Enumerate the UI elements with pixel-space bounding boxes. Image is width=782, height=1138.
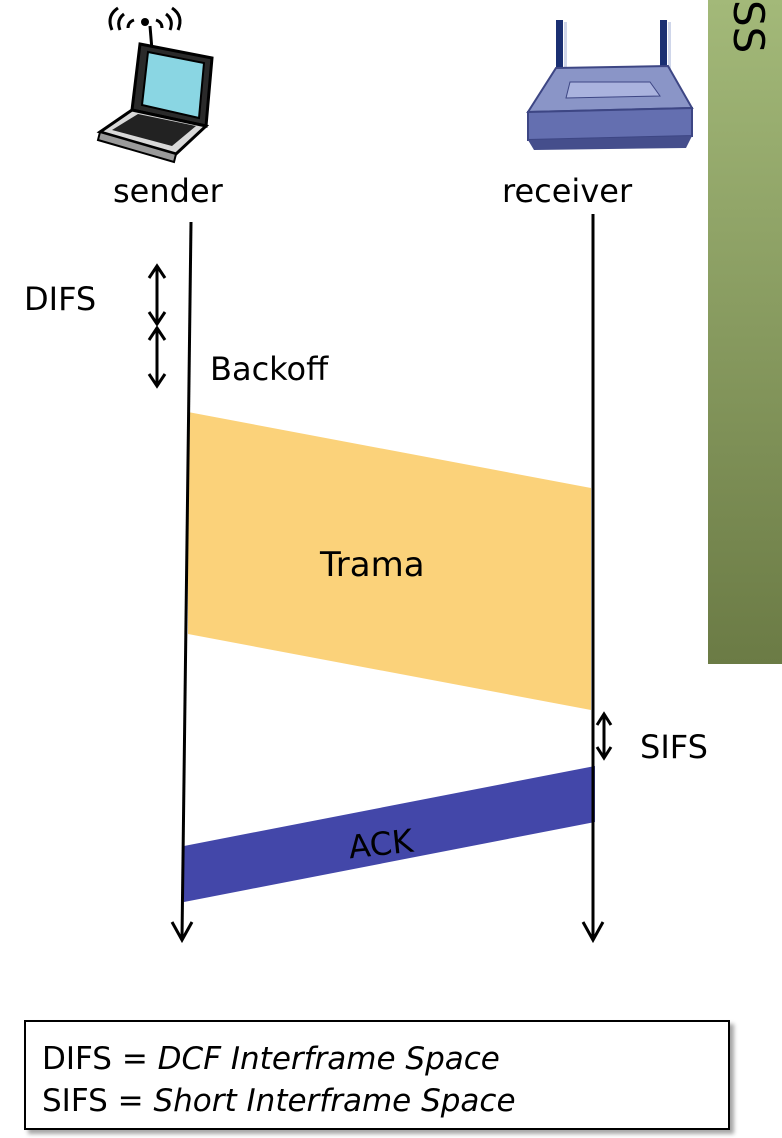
sifs-arrow <box>595 711 613 761</box>
legend-row-difs: DIFS = DCF Interframe Space <box>42 1038 728 1080</box>
sender-label: sender <box>113 172 224 210</box>
legend-sifs-eq: = <box>107 1083 154 1119</box>
sifs-label: SIFS <box>640 728 708 766</box>
legend-difs-abbr: DIFS <box>42 1041 112 1077</box>
side-panel: SS <box>708 0 782 664</box>
legend-difs-eq: = <box>111 1041 158 1077</box>
receiver-label: receiver <box>502 172 633 210</box>
backoff-arrow <box>147 325 167 389</box>
difs-arrow <box>147 263 167 327</box>
laptop-icon <box>96 6 214 164</box>
ack-frame-label: ACK <box>347 822 416 867</box>
legend-sifs-abbr: SIFS <box>42 1083 108 1119</box>
sender-timeline <box>170 221 194 944</box>
ack-frame <box>184 766 595 902</box>
legend-sifs-meaning: Short Interframe Space <box>153 1083 516 1119</box>
data-frame-label: Trama <box>319 545 425 585</box>
legend-box: DIFS = DCF Interframe Space SIFS = Short… <box>24 1020 730 1130</box>
side-panel-text: SS <box>724 0 773 53</box>
legend-difs-meaning: DCF Interframe Space <box>157 1041 500 1077</box>
backoff-label: Backoff <box>210 350 329 388</box>
difs-label: DIFS <box>24 280 96 318</box>
receiver-timeline <box>581 214 605 944</box>
data-frame <box>188 412 591 710</box>
legend-row-sifs: SIFS = Short Interframe Space <box>42 1080 728 1122</box>
access-point-icon <box>526 20 694 150</box>
